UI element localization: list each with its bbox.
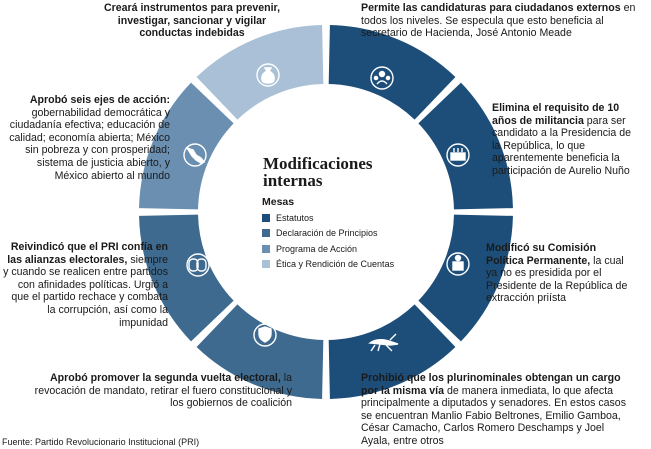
legend-item-declaracion: Declaración de Principios: [262, 226, 394, 242]
note-ejes: Aprobó seis ejes de acción: gobernabilid…: [2, 94, 170, 182]
note-comision: Modificó su Comisión Política Permanente…: [486, 242, 636, 305]
legend-swatch: [262, 229, 270, 238]
grasshopper-icon: [368, 333, 399, 352]
legend-item-programa: Programa de Acción: [262, 241, 394, 257]
legend-swatch: [262, 213, 270, 222]
source-note: Fuente: Partido Revolucionario Instituci…: [2, 437, 200, 447]
center-title: Modificaciones internas: [263, 155, 403, 189]
ring-segment-plurinominales: [328, 304, 456, 399]
note-militancia: Elimina el requisito de 10 años de milit…: [492, 102, 642, 178]
note-text: de manera inmediata, lo que afecta princ…: [361, 384, 626, 447]
ring-segment-ejes: [139, 82, 234, 210]
note-bold: Reivindicó que el PRI confía en las alia…: [7, 241, 168, 266]
legend: Estatutos Declaración de Principios Prog…: [262, 210, 394, 272]
note-text: gobernabilidad democrática y ciudadanía …: [9, 106, 170, 182]
note-bold: Permite las candidaturas para ciudadanos…: [361, 2, 621, 14]
center-title-line2: internas: [263, 171, 323, 190]
legend-item-estatutos: Estatutos: [262, 210, 394, 226]
ring-segment-alianzas: [139, 214, 234, 342]
legend-heading: Mesas: [262, 196, 295, 208]
legend-swatch: [262, 260, 270, 269]
legend-label: Programa de Acción: [276, 243, 358, 254]
legend-item-etica: Ética y Rendición de Cuentas: [262, 257, 394, 273]
note-text: siempre y cuando se realicen entre parti…: [3, 253, 168, 329]
legend-label: Estatutos: [276, 212, 314, 223]
note-candidaturas: Permite las candidaturas para ciudadanos…: [361, 2, 646, 40]
chain-icon: [186, 253, 210, 277]
shield-icon: [253, 323, 277, 347]
note-bold: Creará instrumentos para prevenir, inves…: [103, 2, 281, 40]
note-bold: Elimina el requisito de 10 años de milit…: [492, 102, 620, 127]
people-icon: [370, 66, 394, 90]
ring-segment-militancia: [418, 82, 513, 210]
legend-swatch: [262, 244, 270, 253]
podium-icon: [446, 252, 470, 276]
legend-label: Declaración de Principios: [276, 228, 378, 239]
note-plurinominales: Prohibió que los plurinominales obtengan…: [361, 372, 626, 448]
note-text: la cual ya no es presidida por el Presid…: [486, 254, 628, 305]
note-text: en todos los niveles. Se especula que es…: [361, 2, 636, 40]
money-bag-icon: [256, 63, 280, 87]
ring-segment-instrumentos: [196, 25, 324, 120]
note-bold: Aprobó promover la segunda vuelta electo…: [50, 372, 281, 384]
cake-icon: [446, 143, 470, 167]
center-title-line1: Modificaciones: [263, 154, 373, 173]
note-instrumentos: Creará instrumentos para prevenir, inves…: [92, 2, 292, 40]
mexico-map-icon: [183, 143, 207, 167]
note-bold: Modificó su Comisión Política Permanente…: [486, 242, 597, 267]
note-alianzas: Reivindicó que el PRI confía en las alia…: [2, 241, 168, 329]
note-text: para ser candidato a la Presidencia de l…: [492, 114, 631, 177]
note-bold: Aprobó seis ejes de acción:: [29, 94, 170, 106]
note-bold: Prohibió que los plurinominales obtengan…: [361, 372, 621, 397]
legend-label: Ética y Rendición de Cuentas: [276, 259, 395, 270]
note-segunda-vuelta: Aprobó promover la segunda vuelta electo…: [20, 372, 292, 410]
note-text: la revocación de mandato, retirar el fue…: [34, 372, 292, 410]
ring-segment-segunda-vuelta: [196, 304, 324, 399]
ring-segment-comision: [418, 214, 513, 342]
